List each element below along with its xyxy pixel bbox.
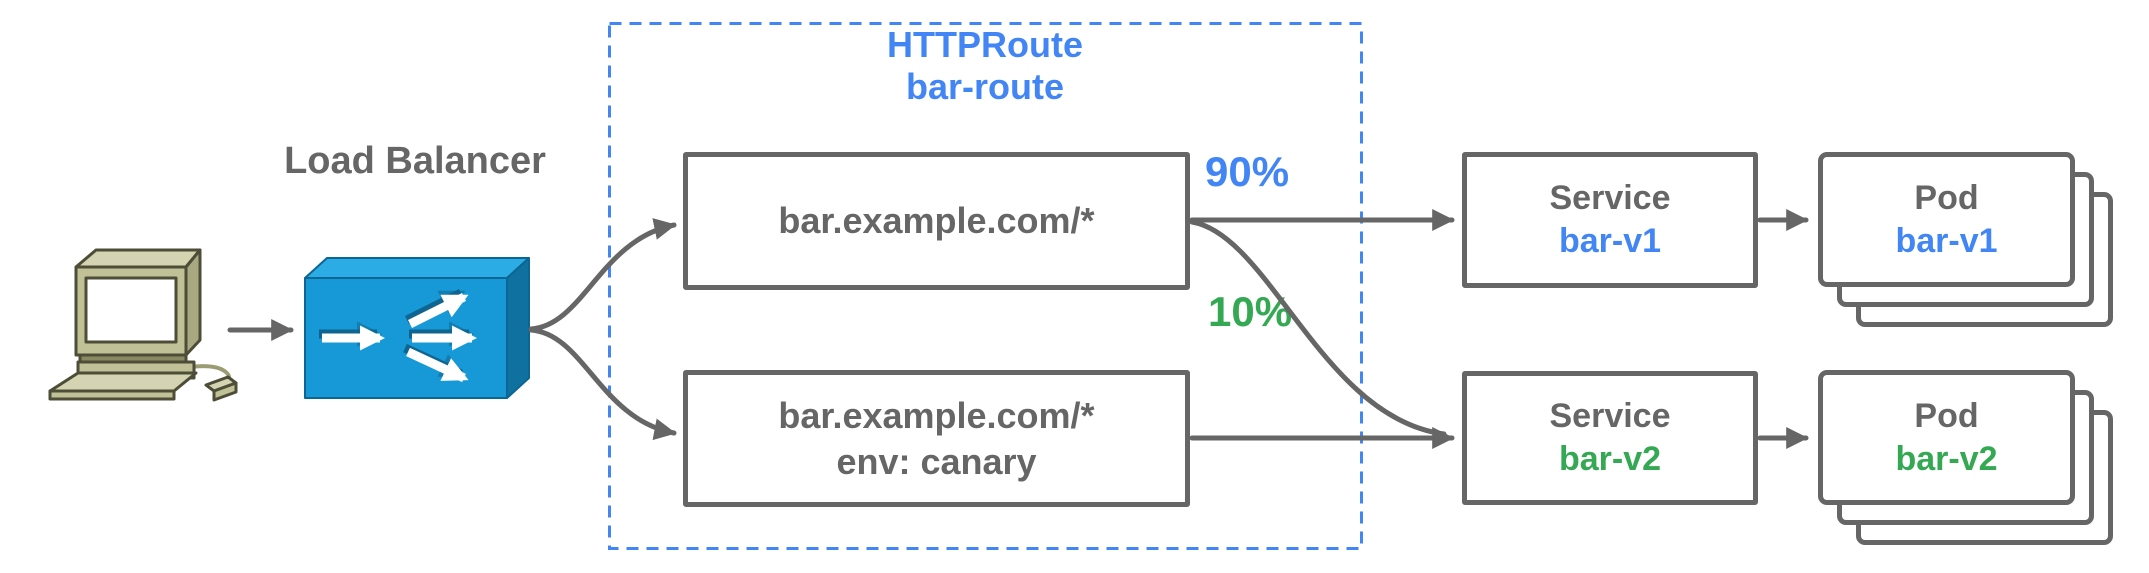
pod-bar-v1-card: Pod bar-v1 <box>1818 152 2075 287</box>
lb-side-face <box>506 257 530 399</box>
traffic-weight-10-label: 10% <box>1208 288 1293 335</box>
route-rule-2-match: bar.example.com/* <box>778 394 1095 436</box>
lb-fanout-arrows <box>322 292 478 383</box>
pod-bar-v1-stack: Pod bar-v1 <box>1818 152 2114 328</box>
service-bar-v1-box: Service bar-v1 <box>1462 152 1758 288</box>
service-kind-label: Service <box>1549 397 1671 435</box>
monitor-screen <box>84 276 178 344</box>
route-rule-2-box: bar.example.com/* env: canary <box>683 370 1190 507</box>
desktop-computer-icon <box>48 248 238 402</box>
pod-kind-label: Pod <box>1914 178 1979 217</box>
mouse-front <box>212 381 238 402</box>
pod-name-label: bar-v1 <box>1895 221 1998 260</box>
httproute-name-label: bar-route <box>905 66 1064 107</box>
load-balancer-icon <box>304 257 530 399</box>
service-name-label: bar-v2 <box>1558 440 1662 478</box>
load-balancer-label: Load Balancer <box>284 140 546 182</box>
pod-bar-v2-stack: Pod bar-v2 <box>1818 370 2114 546</box>
lb-top-face <box>304 257 530 279</box>
monitor-side-face <box>184 248 202 357</box>
pod-name-label: bar-v2 <box>1895 439 1998 478</box>
service-kind-label: Service <box>1549 179 1671 217</box>
route-rule-1-match: bar.example.com/* <box>778 200 1095 241</box>
route-rule-1-box: bar.example.com/* <box>683 152 1190 290</box>
pod-kind-label: Pod <box>1914 396 1979 435</box>
httproute-kind-label: HTTPRoute <box>887 24 1083 65</box>
service-bar-v2-box: Service bar-v2 <box>1462 371 1758 505</box>
keyboard-top <box>48 371 198 393</box>
arrow-lb-to-rule1 <box>528 218 677 332</box>
traffic-weight-90-label: 90% <box>1205 148 1290 195</box>
pod-bar-v2-card: Pod bar-v2 <box>1818 370 2075 505</box>
monitor-top-face <box>74 248 202 269</box>
service-name-label: bar-v1 <box>1558 222 1662 260</box>
keyboard-front <box>48 389 176 401</box>
route-rule-2-header: env: canary <box>836 440 1037 482</box>
httproute-group-title: HTTPRoute bar-route <box>785 24 1185 108</box>
arrow-lb-to-rule2 <box>528 327 677 441</box>
